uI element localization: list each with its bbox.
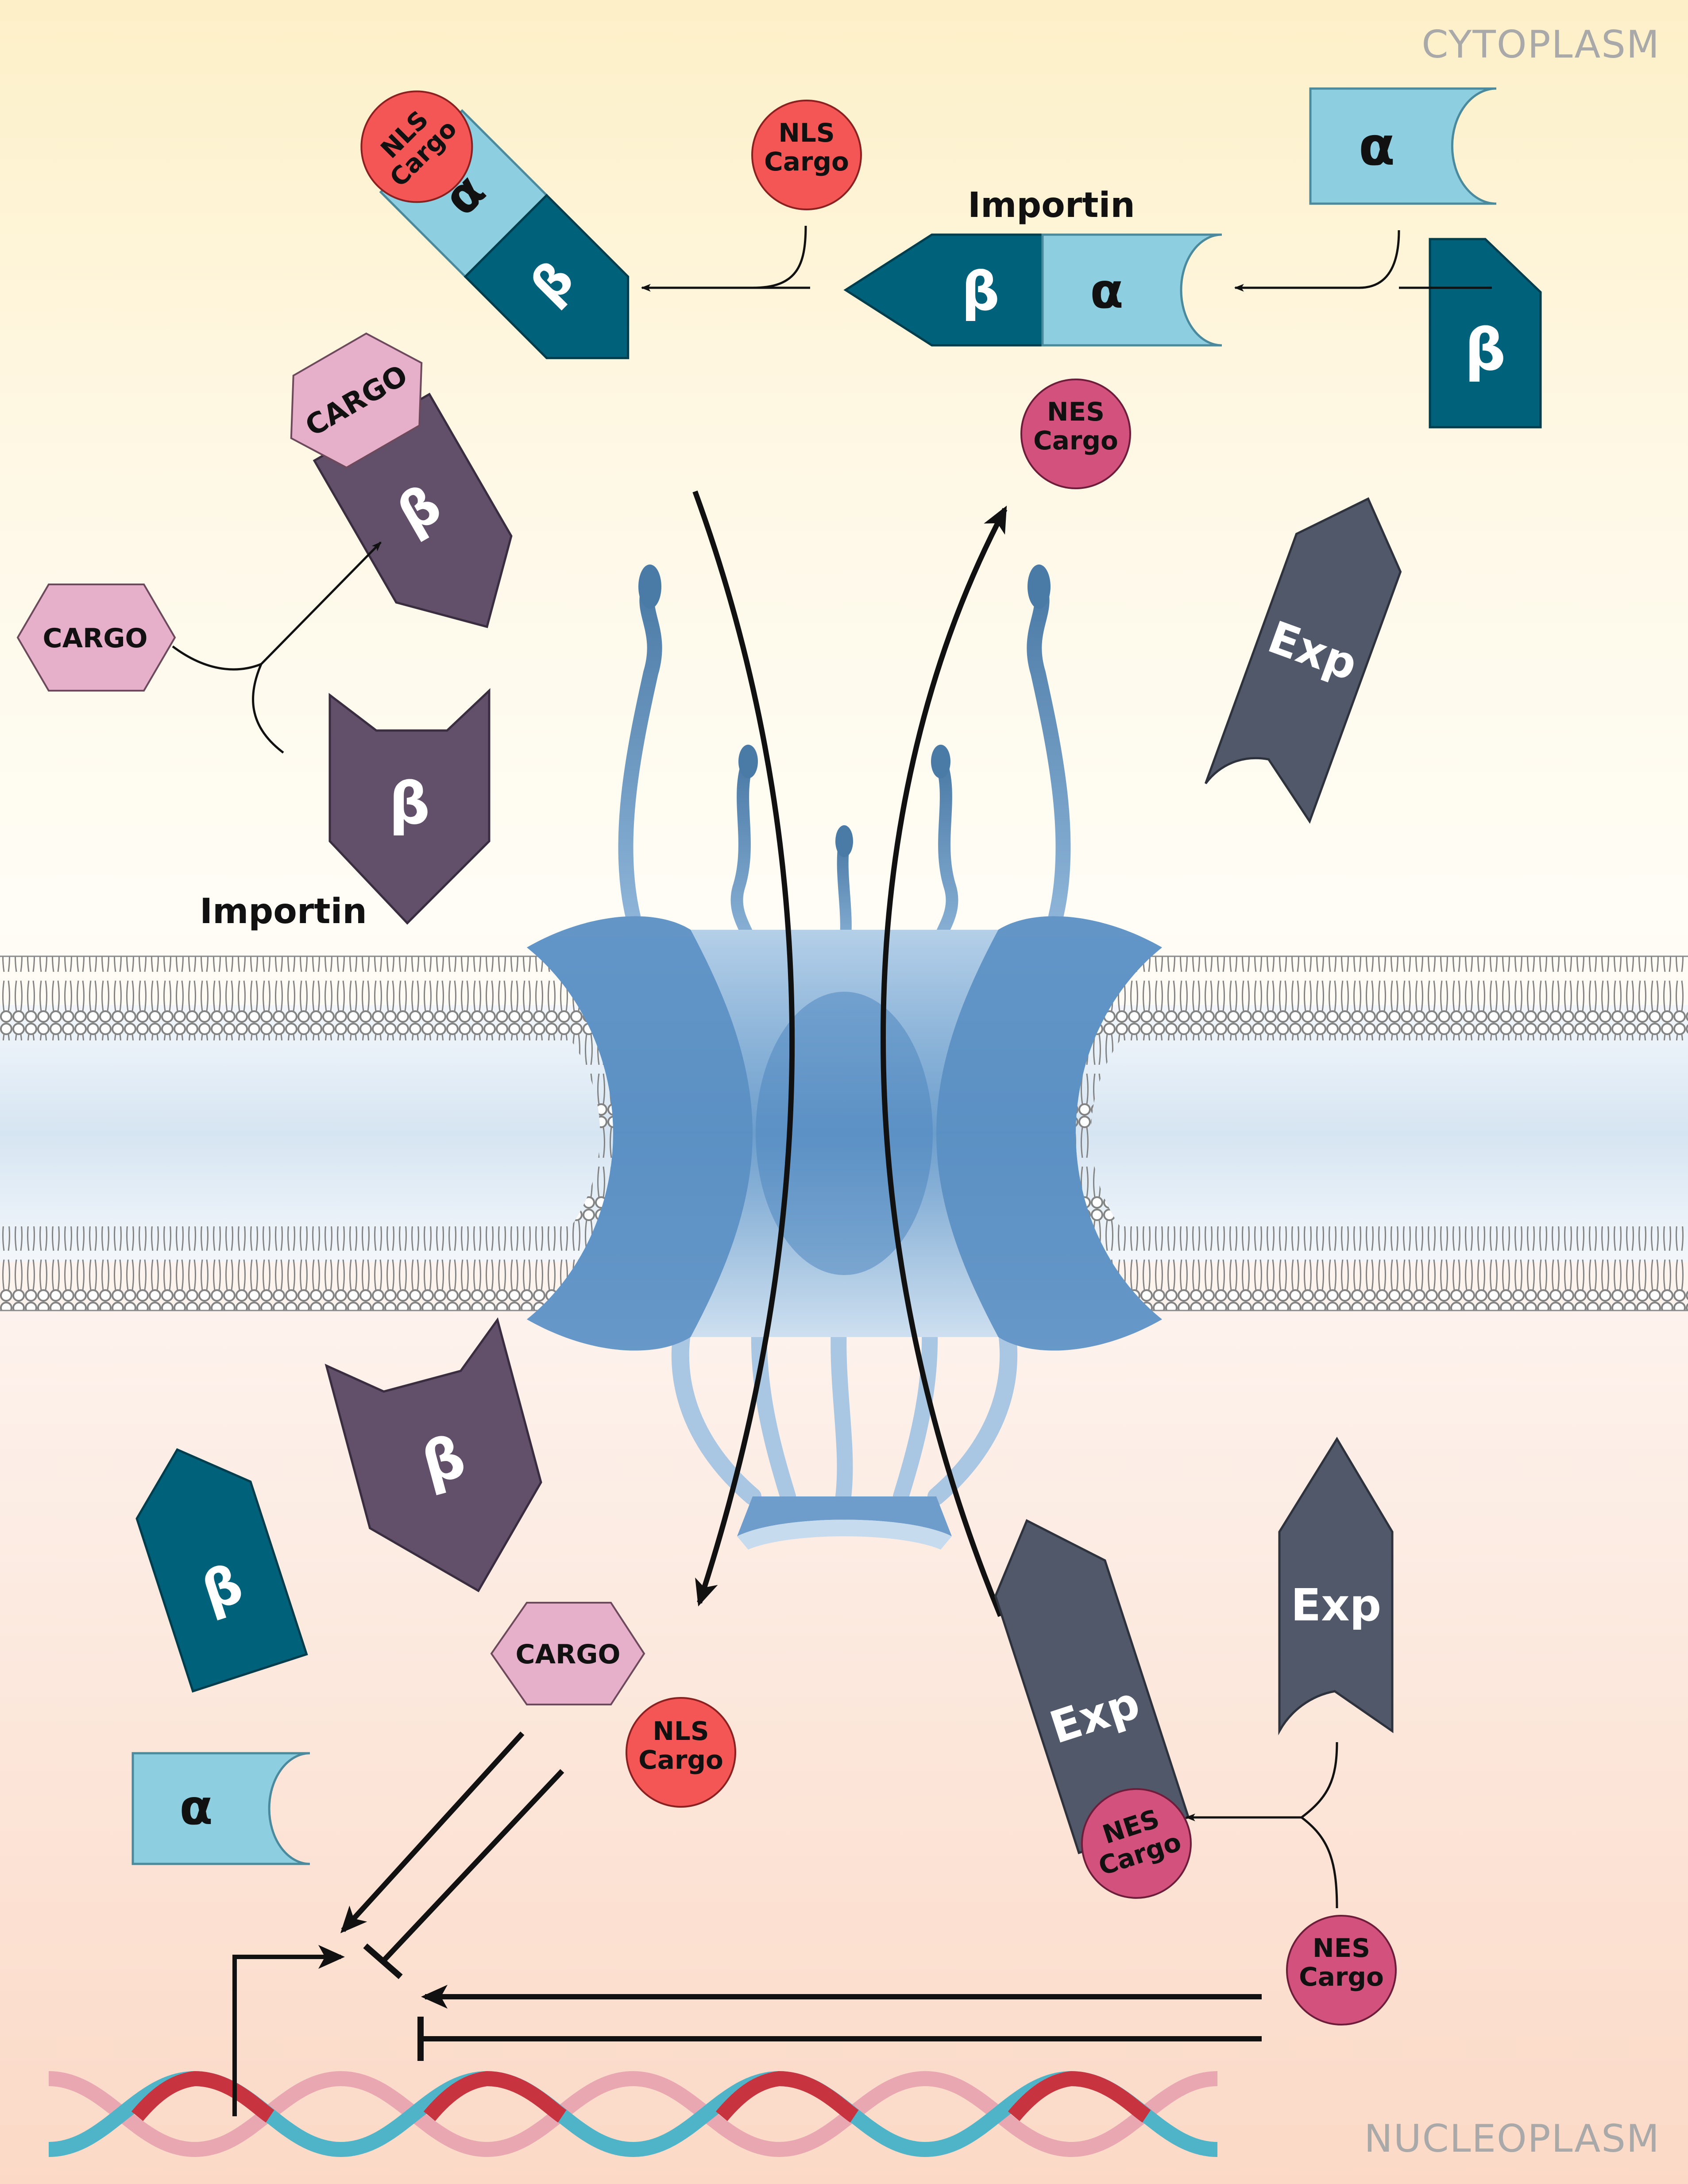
nes-line1: NES [1313,1933,1370,1963]
exp-label: Exp [1291,1579,1381,1631]
nls-importin-complex-cyto: NLS Cargo α β [360,90,630,359]
cargo-activation-arrow [340,1731,525,1933]
importin-beta-free-cyto-purple: β [328,688,491,925]
exportin-free-nuc: Exp [1278,1437,1394,1736]
pore-left-wall [527,916,753,1351]
nes-cargo-cyto: NES Cargo [1020,379,1131,489]
cytoplasm-label: CYTOPLASM [1421,23,1660,67]
cyto-filament-tip [835,825,853,857]
nes-cargo-nuc: NES Cargo [1286,1915,1397,2026]
cargo-binding-arrow [252,541,382,754]
cyto-filament [730,755,759,954]
nes-cap [1081,1788,1192,1899]
importin-complex-cyto: β α [843,233,1222,347]
importin-alpha-free-nuc: α [131,1752,310,1865]
cyto-filament-tip [931,745,950,778]
nls-inhibition-line [381,1769,564,1964]
nuclear-pore-complex [527,564,1162,1550]
beta-label: β [1464,316,1506,383]
cyto-filament-tip [738,745,758,778]
nls-line1: NLS [653,1716,709,1746]
dna-strand-red [715,2071,859,2123]
pore-right-wall [936,916,1162,1351]
basket-ring [737,1496,952,1536]
nls-line1: NLS [778,118,834,148]
cyto-filament-tip [638,564,661,609]
import-arrow [692,490,795,1607]
exportin-free-cyto: Exp [1205,497,1402,824]
dna-strand-red [423,2071,567,2123]
nls-line2: Cargo [638,1745,723,1775]
nes-line2: Cargo [1299,1962,1384,1992]
dna-strand-back [48,2071,1218,2157]
nls-cargo-nuc: NLS Cargo [626,1697,736,1808]
exportin-nes-complex-nuc: Exp NES Cargo [994,1519,1192,1899]
alpha-label: α [179,1779,213,1836]
dna-strand-red [1008,2071,1151,2123]
nucleoplasm-label: NUCLEOPLASM [1364,2117,1660,2161]
importin-alpha-free-cyto: α [1309,87,1497,205]
exportin-binding-arrow [1185,1742,1338,1821]
importin-beta-free-cyto: β [1429,238,1542,429]
pore-channel [756,992,933,1275]
nls-inhibition-bar [363,1943,403,1979]
cyto-filament-tip [1027,564,1051,609]
importin-label-top: Importin [968,186,1135,225]
cargo-free-nuc: CARGO [490,1602,645,1705]
cargo-free-cyto: CARGO [16,584,176,692]
nls-cargo-cyto: NLS Cargo [751,100,862,210]
dna-strand-red [131,2071,274,2123]
cyto-filament [618,577,662,924]
beta-segment [464,193,630,359]
cargo-label: CARGO [516,1639,621,1670]
importin-label-left: Importin [200,892,367,932]
cyto-filament [930,755,958,954]
nls-cap [360,90,473,203]
export-arrow [881,506,1008,1617]
transcription-start-arrow [232,1945,345,2116]
beta-label: β [389,770,430,837]
cargo-binding-branch [172,645,262,671]
cargo-label: CARGO [43,623,148,654]
dna-helix [48,2071,1218,2157]
alpha-label: α [1359,116,1395,178]
nes-line2: Cargo [1033,425,1118,456]
alpha-label: α [1090,263,1124,319]
beta-label: β [962,261,1000,323]
cyto-filament [1027,577,1071,924]
cargo-importin-beta-complex-cyto: CARGO β [290,332,513,628]
nes-line1: NES [1047,397,1105,427]
combine-arrow [1234,230,1400,292]
nls-line2: Cargo [764,147,849,177]
exportin-binding-branch [1301,1817,1338,1909]
basket-ring-inner [737,1519,952,1550]
importin-beta-free-nuc-purple: β [324,1317,542,1593]
cargo-head [290,332,423,469]
importin-beta-free-nuc-teal: β [135,1448,308,1693]
